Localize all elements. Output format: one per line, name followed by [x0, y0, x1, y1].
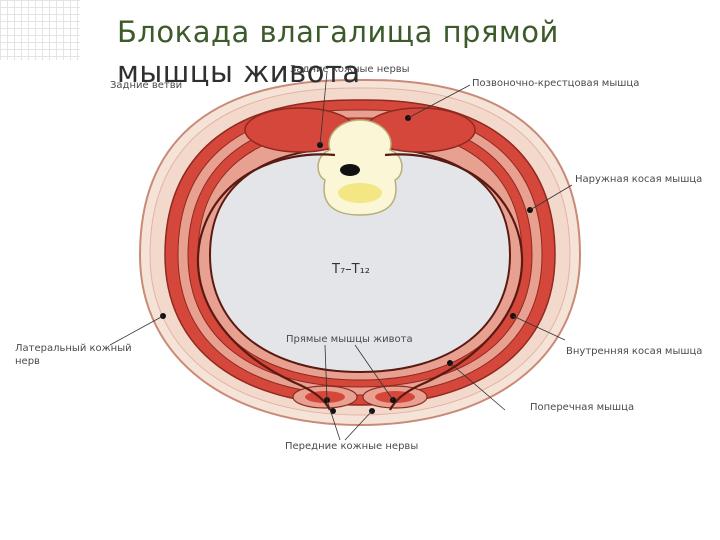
slide-title-line1: Блокада влагалища прямой: [117, 15, 559, 49]
label-external-oblique: Наружная косая мышца: [575, 174, 702, 185]
leader-lines: [109, 71, 573, 441]
label-internal-oblique: Внутренняя косая мышца: [566, 346, 702, 357]
slide-title-line2: мышцы живота: [117, 55, 361, 89]
label-rectus: Прямые мышцы живота: [286, 334, 413, 345]
spinal-canal: [340, 164, 360, 176]
label-anterior-cutaneous: Передние кожные нервы: [285, 441, 418, 452]
nerve-right: [384, 153, 524, 411]
abdominal-cavity: [208, 146, 512, 374]
slide-title: Блокада влагалища прямой мышцы живота: [117, 12, 559, 92]
label-erector-spinae: Позвоночно-крестцовая мышца: [472, 78, 639, 89]
vertebral-body: [338, 183, 382, 203]
label-lateral-cutaneous-line2: нерв: [15, 356, 40, 367]
label-posterior-cutaneous-nerves: Задние кожные нервы: [290, 64, 410, 75]
label-posterior-branches: Задние ветви: [110, 80, 182, 91]
nerve-left: [196, 153, 336, 411]
label-transversus: Поперечная мышца: [530, 402, 634, 413]
label-lateral-cutaneous-line1: Латеральный кожный: [15, 343, 132, 354]
decorative-grid: [0, 0, 80, 60]
nerve-dot: [330, 408, 336, 414]
label-level: T₇–T₁₂: [331, 262, 370, 277]
